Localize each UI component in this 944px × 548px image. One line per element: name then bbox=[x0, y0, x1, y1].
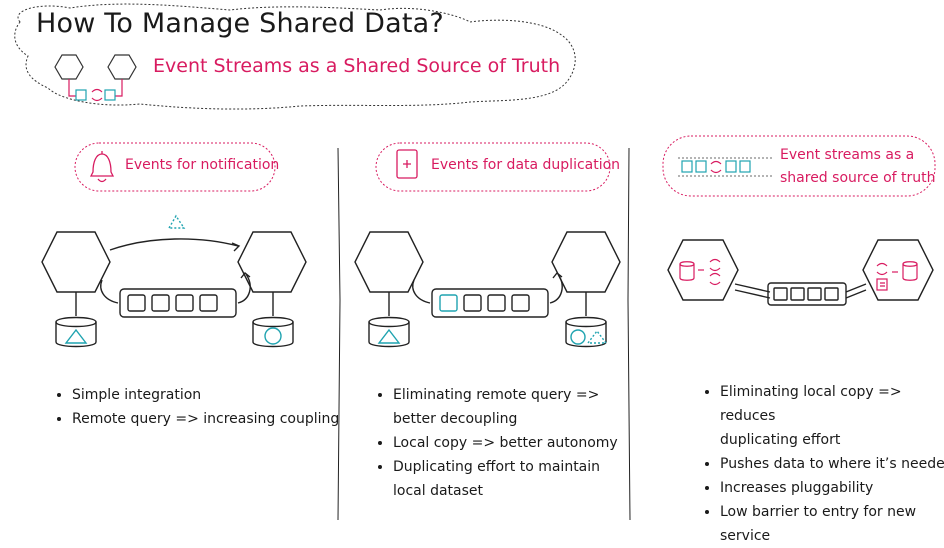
service-hexagon bbox=[354, 231, 424, 293]
list-item: Local copy => better autonomy bbox=[393, 431, 643, 455]
list-item: Increases pluggability bbox=[720, 476, 944, 500]
title-services-icon bbox=[54, 54, 137, 80]
column-divider bbox=[627, 147, 631, 521]
notification-diagram bbox=[41, 214, 307, 348]
tag-duplication: Events for data duplication bbox=[431, 157, 621, 173]
event-triangle bbox=[167, 214, 186, 229]
service-hexagon bbox=[551, 231, 621, 293]
tag-shared-truth: Event streams as a shared source of trut… bbox=[780, 147, 936, 186]
event-stream bbox=[431, 288, 549, 318]
tag-cloud bbox=[375, 142, 611, 192]
database bbox=[55, 316, 97, 348]
list-item: Simple integration bbox=[72, 383, 342, 407]
service-hexagon bbox=[237, 231, 307, 293]
page-subtitle: Event Streams as a Shared Source of Trut… bbox=[153, 55, 561, 77]
shared-truth-diagram bbox=[667, 239, 934, 306]
tag-cloud bbox=[662, 135, 936, 197]
list-item: Pushes data to where it’s needed bbox=[720, 452, 944, 476]
page-title: How To Manage Shared Data? bbox=[36, 8, 444, 39]
list-item: Remote query => increasing coupling bbox=[72, 407, 342, 431]
service-hexagon bbox=[41, 231, 111, 293]
bell-icon bbox=[89, 151, 115, 183]
list-item: Eliminating local copy => reducesduplica… bbox=[720, 380, 944, 452]
bullets-duplication: Eliminating remote query =>better decoup… bbox=[373, 383, 643, 503]
diagram-canvas bbox=[14, 3, 936, 521]
bullets-notification: Simple integration Remote query => incre… bbox=[52, 383, 342, 431]
title-cloud bbox=[14, 3, 576, 110]
bullets-shared-truth: Eliminating local copy => reducesduplica… bbox=[700, 380, 944, 548]
event-stream bbox=[119, 288, 237, 318]
service-hexagon bbox=[667, 239, 739, 301]
tag-cloud bbox=[74, 142, 276, 192]
stream-icon bbox=[678, 157, 772, 177]
service-hexagon bbox=[862, 239, 934, 301]
database bbox=[565, 316, 607, 348]
database bbox=[368, 316, 410, 348]
duplication-diagram bbox=[354, 231, 621, 348]
list-item: Eliminating remote query =>better decoup… bbox=[393, 383, 643, 431]
title-stream-icon bbox=[68, 79, 123, 102]
database bbox=[252, 316, 294, 348]
document-icon bbox=[396, 149, 418, 179]
column-divider bbox=[337, 147, 341, 521]
tag-notification: Events for notification bbox=[125, 157, 280, 173]
event-stream bbox=[767, 282, 847, 306]
